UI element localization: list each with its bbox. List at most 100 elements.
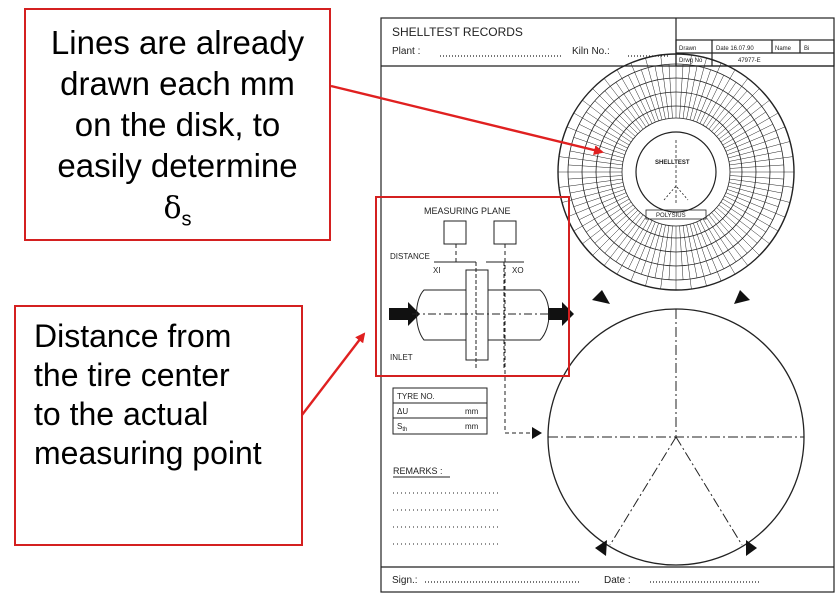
pointer-arrow-plane bbox=[291, 332, 366, 429]
disk-scale-line bbox=[718, 99, 770, 140]
disk-scale-line bbox=[561, 185, 624, 203]
drwg-value: 47977-E bbox=[738, 58, 761, 64]
disk-scale-line bbox=[630, 62, 656, 123]
measuring-plane-schematic bbox=[375, 196, 570, 377]
disk-scale-line bbox=[728, 141, 791, 159]
kiln-label: Kiln No.: bbox=[572, 46, 610, 57]
callout-top-symbol: δs bbox=[163, 191, 192, 231]
disk-scale-line bbox=[579, 195, 628, 220]
disk-scale-line bbox=[720, 201, 766, 233]
disk-scale-line bbox=[594, 207, 636, 244]
callout-disk-lines: Lines are already drawn each mm on the d… bbox=[24, 8, 331, 241]
callout-bottom-line-1: Distance from bbox=[34, 318, 232, 354]
name-value: Bi bbox=[804, 46, 809, 52]
disk-scale-line bbox=[716, 100, 758, 137]
disk-scale-line bbox=[724, 195, 773, 220]
disk-scale-line bbox=[558, 156, 623, 166]
delta-u-label: ΔU bbox=[397, 407, 408, 416]
disk-scale-line bbox=[720, 111, 766, 143]
disk-scale-line bbox=[729, 178, 794, 188]
disk-scale-line bbox=[718, 204, 770, 245]
disk-scale-line bbox=[686, 224, 698, 278]
disk-scale-line bbox=[570, 182, 624, 194]
disk-scale-line bbox=[728, 185, 791, 203]
disk-scale-line bbox=[689, 224, 707, 287]
xi-label: XI bbox=[433, 266, 441, 275]
callout-bottom-line-3: to the actual bbox=[34, 396, 209, 432]
s-th-label: Sth bbox=[397, 422, 407, 433]
disk-scale-line bbox=[727, 137, 779, 155]
disk-scale-line bbox=[604, 90, 641, 132]
callout-bottom-line-2: the tire center bbox=[34, 357, 230, 393]
disk-scale-line bbox=[630, 221, 656, 282]
disk-scale-line bbox=[579, 124, 628, 149]
disk-scale-line bbox=[729, 164, 784, 169]
name-label: Name bbox=[775, 46, 792, 52]
disk-scale-line bbox=[699, 220, 724, 269]
remarks-label: REMARKS : bbox=[393, 466, 443, 476]
disk-scale-line bbox=[573, 189, 625, 207]
disk-scale-line bbox=[603, 78, 644, 130]
disk-scale-line bbox=[603, 214, 644, 266]
disk-scale-line bbox=[729, 156, 794, 166]
disk-scale-line bbox=[660, 225, 670, 290]
disk-scale-line bbox=[592, 88, 638, 134]
disk-scale-line bbox=[660, 54, 670, 119]
disk-scale-line bbox=[716, 207, 758, 244]
disk-scale-line bbox=[696, 62, 722, 123]
scale-disk bbox=[557, 53, 795, 291]
disk-scale-line bbox=[722, 112, 779, 146]
disk-scale-line bbox=[586, 201, 632, 233]
disk-scale-line bbox=[628, 75, 653, 124]
callout-top-line-3: on the disk, to bbox=[74, 106, 281, 143]
disk-scale-line bbox=[729, 175, 784, 180]
disk-scale-line bbox=[573, 198, 630, 232]
callout-measuring-distance: Distance from the tire center to the act… bbox=[14, 305, 303, 546]
disk-scale-line bbox=[616, 69, 650, 126]
date-value: Date 16.07.90 bbox=[716, 46, 754, 52]
disk-scale-line bbox=[708, 78, 749, 130]
disk-scale-line bbox=[702, 218, 736, 275]
disk-scale-line bbox=[615, 82, 647, 128]
black-arrows bbox=[389, 290, 757, 556]
disk-scale-line bbox=[654, 66, 666, 120]
disk-scale-line bbox=[711, 90, 748, 132]
disk-scale-line bbox=[714, 210, 760, 256]
disk-scale-line bbox=[728, 182, 782, 194]
pointer-arrow-disk bbox=[330, 84, 604, 155]
disk-scale-line bbox=[592, 210, 638, 256]
disk-scale-line bbox=[728, 150, 782, 162]
disk-scale-line bbox=[705, 216, 737, 262]
plant-label: Plant : bbox=[392, 46, 420, 57]
disk-scale-line bbox=[693, 69, 711, 121]
disk-scale-line bbox=[679, 225, 684, 280]
disk-scale-line bbox=[594, 100, 636, 137]
tyre-no-label: TYRE NO. bbox=[397, 392, 435, 401]
disk-scale-line bbox=[558, 178, 623, 188]
disk-brand: POLYSIUS bbox=[656, 213, 686, 219]
disk-scale-line bbox=[570, 150, 624, 162]
disk-scale-line bbox=[568, 175, 623, 180]
disk-scale-line bbox=[568, 164, 623, 169]
callout-top-line-1: Lines are already bbox=[50, 24, 305, 61]
disk-scale-line bbox=[573, 112, 630, 146]
disk-scale-line bbox=[722, 198, 779, 232]
tyre-fields bbox=[392, 387, 500, 545]
disk-scale-line bbox=[708, 214, 749, 266]
sheet-title: SHELLTEST RECORDS bbox=[392, 25, 523, 39]
disk-scale-line bbox=[679, 64, 684, 119]
drawn-label: Drawn bbox=[679, 46, 696, 52]
callout-top-line-4: easily determine bbox=[57, 147, 298, 184]
distance-label: DISTANCE bbox=[390, 252, 430, 261]
callout-top-line-2: drawn each mm bbox=[60, 65, 295, 102]
disk-scale-line bbox=[725, 126, 786, 152]
disk-scale-line bbox=[724, 124, 773, 149]
disk-scale-line bbox=[641, 69, 659, 121]
drwg-label: Drwg No bbox=[679, 58, 703, 64]
disk-scale-line bbox=[628, 220, 653, 269]
inlet-label: INLET bbox=[390, 353, 413, 362]
disk-scale-line bbox=[696, 221, 722, 282]
disk-scale-line bbox=[566, 126, 627, 152]
disk-scale-line bbox=[668, 225, 673, 280]
